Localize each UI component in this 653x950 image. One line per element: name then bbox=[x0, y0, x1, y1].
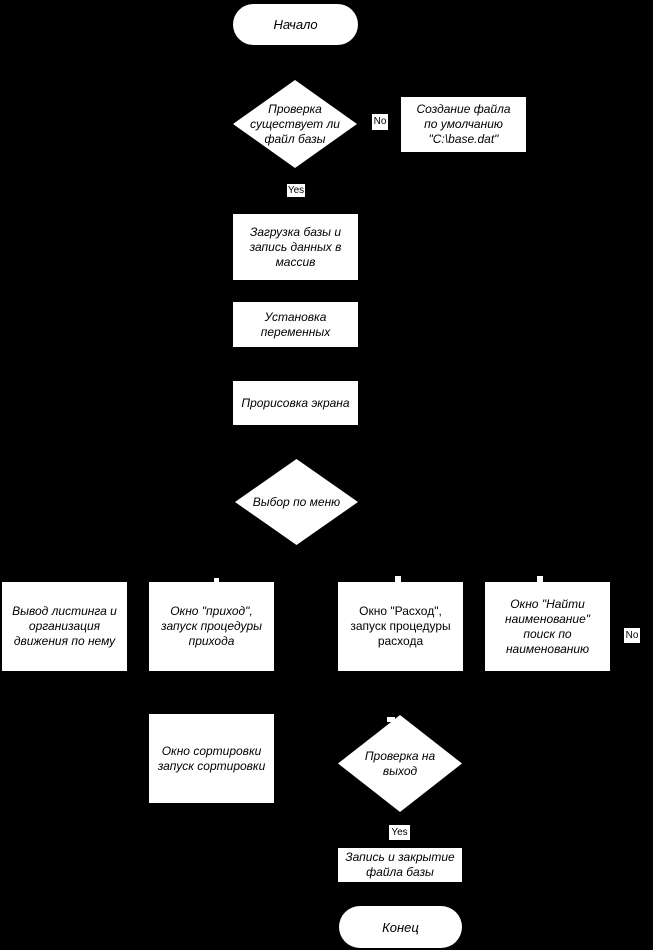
node-check-file-exists-label: Проверка существует ли файл базы bbox=[250, 101, 340, 146]
node-sort-window-label: Окно сортировки запуск сортировки bbox=[157, 743, 266, 773]
node-draw-screen-process: Прорисовка экрана bbox=[233, 381, 358, 425]
node-create-default-file-process: Создание файла по умолчанию "C:\base.dat… bbox=[401, 97, 526, 152]
node-check-file-exists-decision: Проверка существует ли файл базы bbox=[233, 80, 357, 168]
node-load-base-process: Загрузка базы и запись данных в массив bbox=[233, 214, 358, 280]
node-menu-choice-label: Выбор по меню bbox=[252, 494, 341, 509]
node-create-default-file-label: Создание файла по умолчанию "C:\base.dat… bbox=[416, 102, 511, 146]
node-start-label: Начало bbox=[273, 17, 318, 32]
node-save-close-file-label: Запись и закрытие файла базы bbox=[345, 850, 455, 879]
node-set-variables-label: Установка переменных bbox=[260, 309, 331, 339]
node-draw-screen-label: Прорисовка экрана bbox=[241, 395, 350, 410]
edge-label-no-file-check: No bbox=[372, 114, 388, 130]
node-start-terminator: Начало bbox=[233, 4, 358, 45]
node-end-label: Конец bbox=[382, 919, 419, 935]
node-end-terminator: Конец bbox=[339, 906, 462, 948]
edge-label-no-loop: No bbox=[624, 628, 640, 643]
node-find-name-window-process: Окно "Найти наименование" поиск по наиме… bbox=[485, 582, 610, 671]
edge-label-yes-exit: Yes bbox=[389, 825, 410, 840]
node-expense-window-label: Окно "Расход", запуск процедуры расхода bbox=[350, 604, 451, 648]
arrowhead-remnant bbox=[387, 717, 395, 722]
node-find-name-window-label: Окно "Найти наименование" поиск по наиме… bbox=[504, 596, 590, 656]
node-sort-window-process: Окно сортировки запуск сортировки bbox=[149, 714, 274, 803]
arrowhead-remnant bbox=[214, 578, 219, 582]
node-income-window-process: Окно "приход", запуск процедуры прихода bbox=[149, 582, 274, 671]
node-exit-check-label: Проверка на выход bbox=[364, 748, 436, 778]
node-menu-choice-decision: Выбор по меню bbox=[235, 459, 358, 545]
node-expense-window-process: Окно "Расход", запуск процедуры расхода bbox=[338, 582, 463, 671]
node-listing-output-label: Вывод листинга и организация движения по… bbox=[12, 604, 117, 648]
edge-label-yes-file-check: Yes bbox=[287, 184, 305, 197]
node-load-base-label: Загрузка базы и запись данных в массив bbox=[249, 224, 342, 269]
arrowhead-remnant bbox=[395, 576, 401, 582]
node-set-variables-process: Установка переменных bbox=[233, 302, 358, 347]
arrowhead-remnant bbox=[537, 576, 543, 582]
node-exit-check-decision: Проверка на выход bbox=[338, 715, 462, 812]
node-save-close-file-process: Запись и закрытие файла базы bbox=[338, 848, 462, 882]
node-listing-output-process: Вывод листинга и организация движения по… bbox=[2, 582, 127, 671]
node-income-window-label: Окно "приход", запуск процедуры прихода bbox=[161, 604, 262, 648]
